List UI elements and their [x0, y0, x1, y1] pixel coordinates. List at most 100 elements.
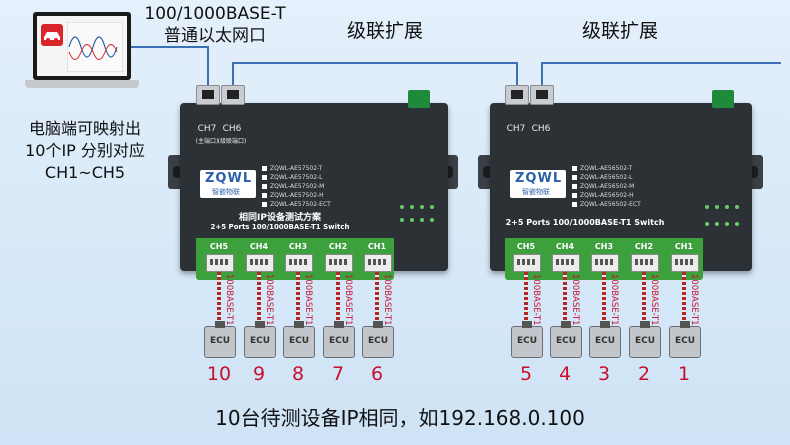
car-icon	[41, 24, 63, 46]
ecu-number: 1	[677, 363, 691, 385]
switch-right-ch5-connector[interactable]	[513, 254, 541, 272]
status-led	[410, 205, 414, 209]
pc-caption-line2: 10个IP 分别对应	[25, 141, 145, 160]
model-line: ZQWL-AE56502-M	[572, 183, 634, 190]
status-led	[400, 218, 404, 222]
cable-pc-to-switch	[131, 46, 209, 48]
ecu-number: 2	[637, 363, 651, 385]
switch-left-ch3-connector[interactable]	[285, 254, 313, 272]
switch-left-ch7-label: CH7	[197, 124, 217, 134]
cable-cascade-down	[516, 62, 518, 86]
switch-right-ch4-connector[interactable]	[552, 254, 580, 272]
status-led	[715, 222, 719, 226]
status-led	[705, 205, 709, 209]
ecu-number: 8	[291, 363, 305, 385]
status-led	[735, 205, 739, 209]
switch-right-ch2-connector[interactable]	[631, 254, 659, 272]
ecu-device: ECU	[550, 321, 582, 358]
switch-right-port-ch6[interactable]	[530, 85, 554, 105]
cable-label: 100BASE-T1	[343, 274, 353, 326]
status-led	[735, 222, 739, 226]
ecu-device: ECU	[204, 321, 236, 358]
laptop-base	[25, 80, 139, 88]
switch-left-brand: ZQWL	[205, 171, 253, 186]
ecu-device: ECU	[629, 321, 661, 358]
model-line: ZQWL-AE57502-L	[262, 174, 323, 181]
switch-left-port-ch7[interactable]	[196, 85, 220, 105]
ecu-number: 9	[252, 363, 266, 385]
ecu-device: ECU	[323, 321, 355, 358]
t1-cable	[375, 272, 379, 324]
cable-label: 100BASE-T1	[531, 274, 541, 326]
model-line: ZQWL-AE56502-ECT	[572, 201, 641, 208]
model-line: ZQWL-AE56502-L	[572, 174, 633, 181]
switch-left-ch5-label: CH5	[209, 242, 229, 251]
pc-caption: 电脑端可映射出 10个IP 分别对应 CH1~CH5	[10, 118, 160, 184]
status-led	[705, 222, 709, 226]
model-line: ZQWL-AE57502-T	[262, 165, 322, 172]
t1-cable	[257, 272, 261, 324]
t1-cable	[296, 272, 300, 324]
laptop-display	[37, 16, 127, 76]
laptop-screen	[33, 12, 131, 80]
cable-cascade2-up	[541, 62, 543, 86]
status-led	[725, 205, 729, 209]
switch-right-port-ch7[interactable]	[505, 85, 529, 105]
switch-right-ch4-label: CH4	[555, 242, 575, 251]
t1-cable	[682, 272, 686, 324]
cable-cascade	[232, 62, 518, 64]
cascade-label-right: 级联扩展	[581, 20, 658, 42]
ecu-device: ECU	[669, 321, 701, 358]
switch-left-solution-title: 相同IP设备测试方案	[239, 213, 321, 223]
switch-left-ch7-sub: (主端口)	[195, 138, 219, 145]
ecu-device: ECU	[362, 321, 394, 358]
t1-cable	[336, 272, 340, 324]
switch-right-power-terminal	[712, 90, 734, 108]
switch-left-ch4-connector[interactable]	[246, 254, 274, 272]
pc-caption-line3: CH1~CH5	[44, 163, 126, 182]
t1-cable	[642, 272, 646, 324]
switch-right-ch1-label: CH1	[674, 242, 694, 251]
model-line: ZQWL-AE57502-H	[262, 192, 324, 199]
cable-label: 100BASE-T1	[609, 274, 619, 326]
ecu-device: ECU	[589, 321, 621, 358]
switch-right-ch1-connector[interactable]	[671, 254, 699, 272]
switch-left-ch1-label: CH1	[367, 242, 387, 251]
switch-right-brand-cn: 智嵌物联	[522, 188, 550, 196]
switch-left-ch2-connector[interactable]	[325, 254, 353, 272]
switch-left-port-ch6[interactable]	[221, 85, 245, 105]
switch-left-ch2-label: CH2	[328, 242, 348, 251]
ecu-number: 4	[558, 363, 572, 385]
cascade-label-left: 级联扩展	[346, 20, 423, 42]
switch-left-ch3-label: CH3	[288, 242, 308, 251]
switch-left-ch6-label: CH6	[222, 124, 242, 134]
ecu-device: ECU	[511, 321, 543, 358]
status-led	[420, 218, 424, 222]
status-led	[420, 205, 424, 209]
switch-right-ch3-connector[interactable]	[591, 254, 619, 272]
ecu-number: 3	[597, 363, 611, 385]
switch-left-ch6-sub: (级联端口)	[217, 138, 247, 145]
switch-right-ch7-label: CH7	[506, 124, 526, 134]
cable-label: 100BASE-T1	[303, 274, 313, 326]
model-line: ZQWL-AE57502-ECT	[262, 201, 331, 208]
switch-right-product-name: 2+5 Ports 100/1000BASE-T1 Switch	[505, 218, 665, 227]
switch-left-ch1-connector[interactable]	[364, 254, 392, 272]
switch-left-ch5-connector[interactable]	[206, 254, 234, 272]
switch-right-ch5-label: CH5	[516, 242, 536, 251]
switch-right-ch3-label: CH3	[594, 242, 614, 251]
ecu-device: ECU	[244, 321, 276, 358]
ecu-number: 6	[370, 363, 384, 385]
status-led	[400, 205, 404, 209]
switch-left-product-name: 2+5 Ports 100/1000BASE-T1 Switch	[210, 223, 350, 231]
port-title-line2: 普通以太网口	[164, 26, 266, 46]
model-line: ZQWL-AE56502-H	[572, 192, 634, 199]
cable-label: 100BASE-T1	[224, 274, 234, 326]
pc-caption-line1: 电脑端可映射出	[28, 119, 141, 138]
t1-cable	[217, 272, 221, 324]
t1-cable	[524, 272, 528, 324]
waveform-icon	[67, 22, 123, 72]
status-led	[410, 218, 414, 222]
ecu-number: 7	[331, 363, 345, 385]
footer-caption: 10台待测设备IP相同，如192.168.0.100	[215, 406, 585, 430]
